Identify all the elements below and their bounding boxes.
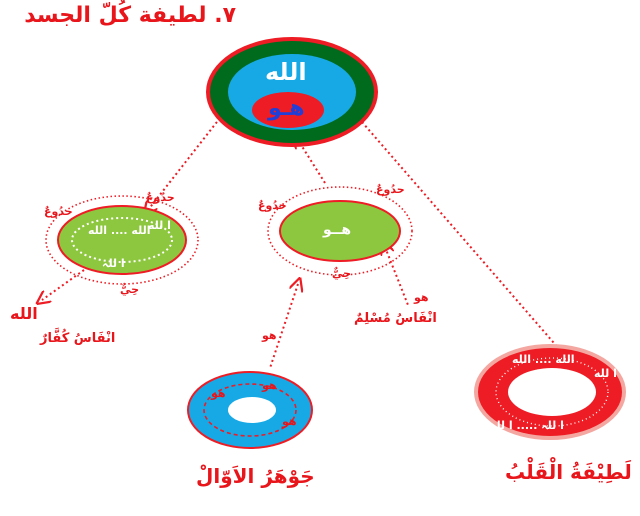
bottom-left-text-2: هو bbox=[262, 379, 277, 392]
connector-middle-to-bottom bbox=[269, 284, 298, 369]
middle-node-orbit-top-2: حدُوعٌ bbox=[376, 183, 405, 196]
bottom-left-label: جَوْهَرُ الاَوّالْ bbox=[196, 464, 315, 488]
top-node-core bbox=[252, 92, 324, 128]
connector-middle-to-top bbox=[298, 140, 326, 184]
middle-node-disc bbox=[279, 200, 401, 262]
middle-node-orbit bbox=[267, 186, 413, 276]
bottom-left-node bbox=[187, 371, 313, 449]
bottom-right-ring-lower: ا للہ ..... ا للہ bbox=[490, 419, 564, 432]
top-node-inner-text: هـو bbox=[268, 96, 305, 121]
connector-top-to-right bbox=[361, 121, 561, 351]
bottom-right-label: لَطِيْفَةُ الْقَلْبُ bbox=[505, 460, 632, 484]
side-label-allah: الله bbox=[10, 304, 38, 323]
bottom-left-text-1: هو bbox=[211, 387, 226, 400]
left-node-orbit-bottom: حِيٌّ bbox=[120, 283, 140, 296]
side-label-hu-right: هو bbox=[414, 291, 429, 304]
middle-node bbox=[267, 186, 413, 276]
middle-node-orbit-top: حدُوعٌ bbox=[258, 199, 287, 212]
bottom-right-ring-text: الله .... الله bbox=[512, 353, 575, 366]
left-node-orbit-top-2: حدُوعٌ bbox=[146, 191, 175, 204]
bottom-left-orbit bbox=[203, 383, 297, 437]
bottom-right-ring-text-2: ا لله bbox=[594, 367, 617, 380]
connector-left-to-allah bbox=[42, 269, 85, 300]
connector-right-hu bbox=[385, 247, 409, 306]
left-node-ring-text: الله .... الله bbox=[88, 224, 151, 237]
bottom-left-text-3: هو bbox=[282, 415, 297, 428]
side-label-anfas-muslim: انْفَاسُ مُسْلِمٌ bbox=[354, 311, 437, 326]
left-node bbox=[45, 195, 199, 285]
left-node-lower-text: ا للہ bbox=[102, 257, 125, 270]
top-node-outer-text: الله bbox=[265, 58, 307, 86]
left-node-inner-ring bbox=[71, 217, 173, 263]
left-node-ring-text-2: ا لله bbox=[148, 219, 171, 232]
top-node bbox=[206, 37, 378, 147]
left-node-orbit-top: حدُوعٌ bbox=[44, 205, 73, 218]
middle-node-orbit-bottom: حِيٌّ bbox=[332, 267, 352, 280]
side-label-hu-left: هو bbox=[262, 329, 277, 342]
connector-lines bbox=[42, 117, 561, 369]
bottom-right-node bbox=[474, 344, 626, 440]
left-node-orbit bbox=[45, 195, 199, 285]
bottom-right-hole bbox=[508, 368, 596, 416]
middle-node-center-text: هــو bbox=[323, 222, 352, 238]
side-label-anfas-kuffar: انْفَاسُ كُفَّارٌ bbox=[40, 331, 116, 346]
diagram-title: ٧. لطيفة كُلّ الجسد bbox=[24, 3, 236, 28]
bottom-left-hole bbox=[228, 397, 276, 423]
bottom-right-dots bbox=[495, 357, 609, 427]
